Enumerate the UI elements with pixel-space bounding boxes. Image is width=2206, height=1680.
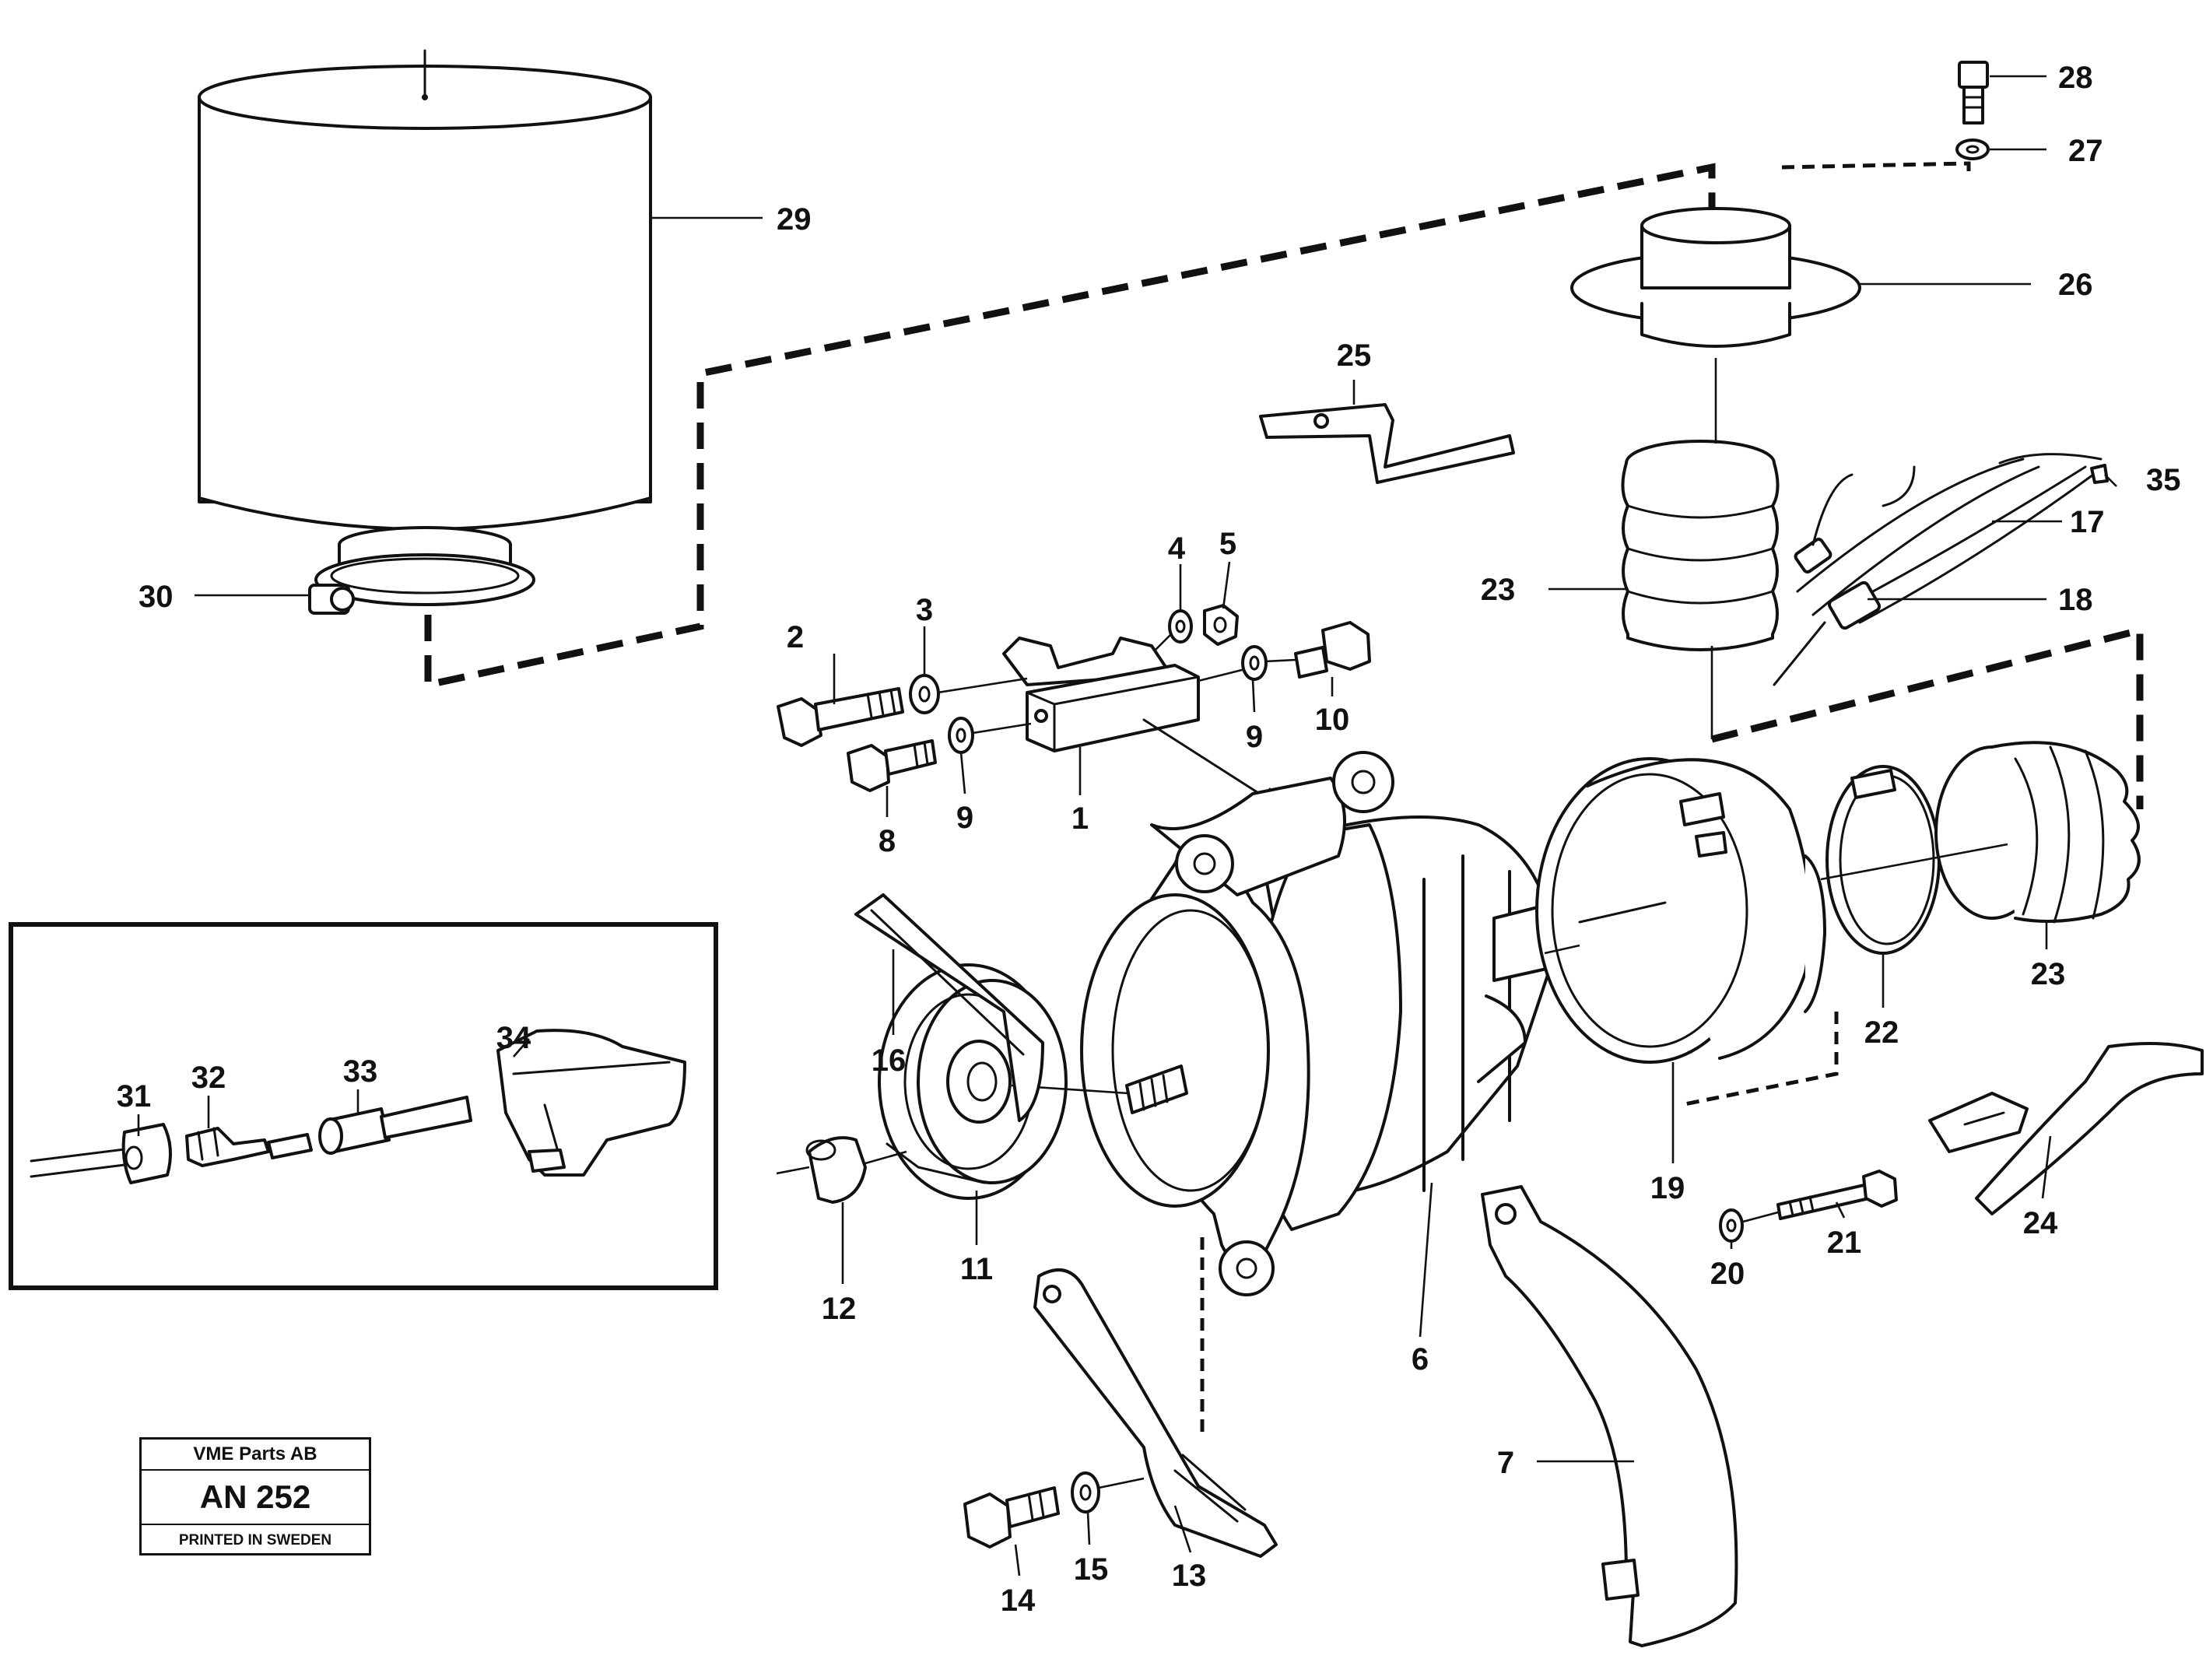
cable-assembly	[1773, 453, 2109, 686]
callout-9b: 9	[1246, 720, 1263, 754]
publisher-stamp: VME Parts AB AN 252 PRINTED IN SWEDEN	[139, 1437, 371, 1555]
callout-23a: 23	[1481, 573, 1516, 607]
callout-21: 21	[1827, 1226, 1862, 1260]
bolt-21	[1776, 1170, 1898, 1220]
bolt-2	[777, 687, 904, 747]
callout-1: 1	[1071, 801, 1089, 836]
washer-27	[1955, 139, 1990, 160]
bolt-28	[1958, 61, 1989, 125]
callout-20: 20	[1710, 1257, 1745, 1291]
adjusting-link	[1033, 1268, 1278, 1558]
hose-clamp-22	[1825, 765, 1941, 955]
bolt-10	[1294, 621, 1371, 679]
callout-12: 12	[822, 1292, 857, 1326]
callout-23b: 23	[2031, 957, 2066, 991]
washer-3	[909, 674, 940, 714]
bracket-plate	[1481, 1185, 1738, 1647]
callout-34: 34	[496, 1021, 531, 1055]
callout-18: 18	[2058, 583, 2093, 617]
stamp-company: VME Parts AB	[142, 1440, 369, 1471]
callout-10: 10	[1315, 703, 1350, 737]
callout-19: 19	[1650, 1171, 1685, 1205]
hose-clamp	[308, 553, 535, 615]
callout-28: 28	[2058, 61, 2093, 95]
callout-16: 16	[872, 1043, 907, 1078]
flanged-pipe	[1570, 207, 1861, 348]
bracket-25	[1259, 403, 1515, 484]
callout-31: 31	[117, 1079, 152, 1114]
callout-26: 26	[2058, 268, 2093, 302]
rear-cover	[1535, 757, 1826, 1064]
stamp-code: AN 252	[142, 1471, 369, 1525]
stamp-printed: PRINTED IN SWEDEN	[178, 1532, 332, 1548]
callout-32: 32	[191, 1061, 226, 1095]
callout-15: 15	[1074, 1552, 1109, 1587]
connector-inset	[9, 922, 718, 1290]
callout-22: 22	[1864, 1015, 1899, 1050]
callout-2: 2	[787, 620, 804, 654]
callout-4: 4	[1168, 531, 1186, 566]
callout-11: 11	[960, 1252, 993, 1286]
callout-33: 33	[343, 1054, 378, 1089]
callout-13: 13	[1172, 1559, 1207, 1593]
callout-9a: 9	[956, 801, 973, 835]
callout-35: 35	[2146, 463, 2181, 497]
bolt-14	[963, 1486, 1060, 1548]
leader-lines	[137, 75, 2117, 1577]
tension-bar-assembly	[1002, 637, 1200, 752]
callout-29: 29	[777, 202, 812, 237]
callout-24: 24	[2023, 1206, 2058, 1240]
callout-27: 27	[2068, 134, 2103, 168]
alternator-body	[1080, 751, 1566, 1296]
callout-17: 17	[2070, 505, 2105, 539]
bushing	[776, 1136, 907, 1204]
callout-7: 7	[1497, 1446, 1514, 1480]
callout-6: 6	[1412, 1342, 1429, 1377]
bolt-8	[847, 739, 937, 792]
washer-20	[1719, 1208, 1779, 1243]
washer-4	[1168, 609, 1193, 644]
callout-30: 30	[139, 580, 174, 614]
strap-clip	[1928, 1042, 2204, 1215]
callout-8: 8	[879, 824, 896, 858]
air-filter-cartridge	[198, 49, 652, 585]
washer-9-upper	[1241, 645, 1268, 681]
callout-3: 3	[916, 593, 933, 627]
washer-9-lower	[948, 717, 974, 754]
callout-14: 14	[1001, 1584, 1036, 1618]
nut-5	[1203, 604, 1239, 646]
belt	[854, 893, 1044, 1122]
assembly-lines	[424, 161, 2144, 1432]
callout-labels: 1 2 3 4 5 6 7 8 9 9 10 11 12 13 14 15 16…	[117, 61, 2181, 1618]
washer-15	[1071, 1471, 1145, 1513]
callout-25: 25	[1337, 338, 1372, 373]
callout-5: 5	[1219, 527, 1236, 561]
bellows-hose-lower	[1820, 741, 2141, 924]
bellows-hose-upper	[1621, 358, 1780, 739]
